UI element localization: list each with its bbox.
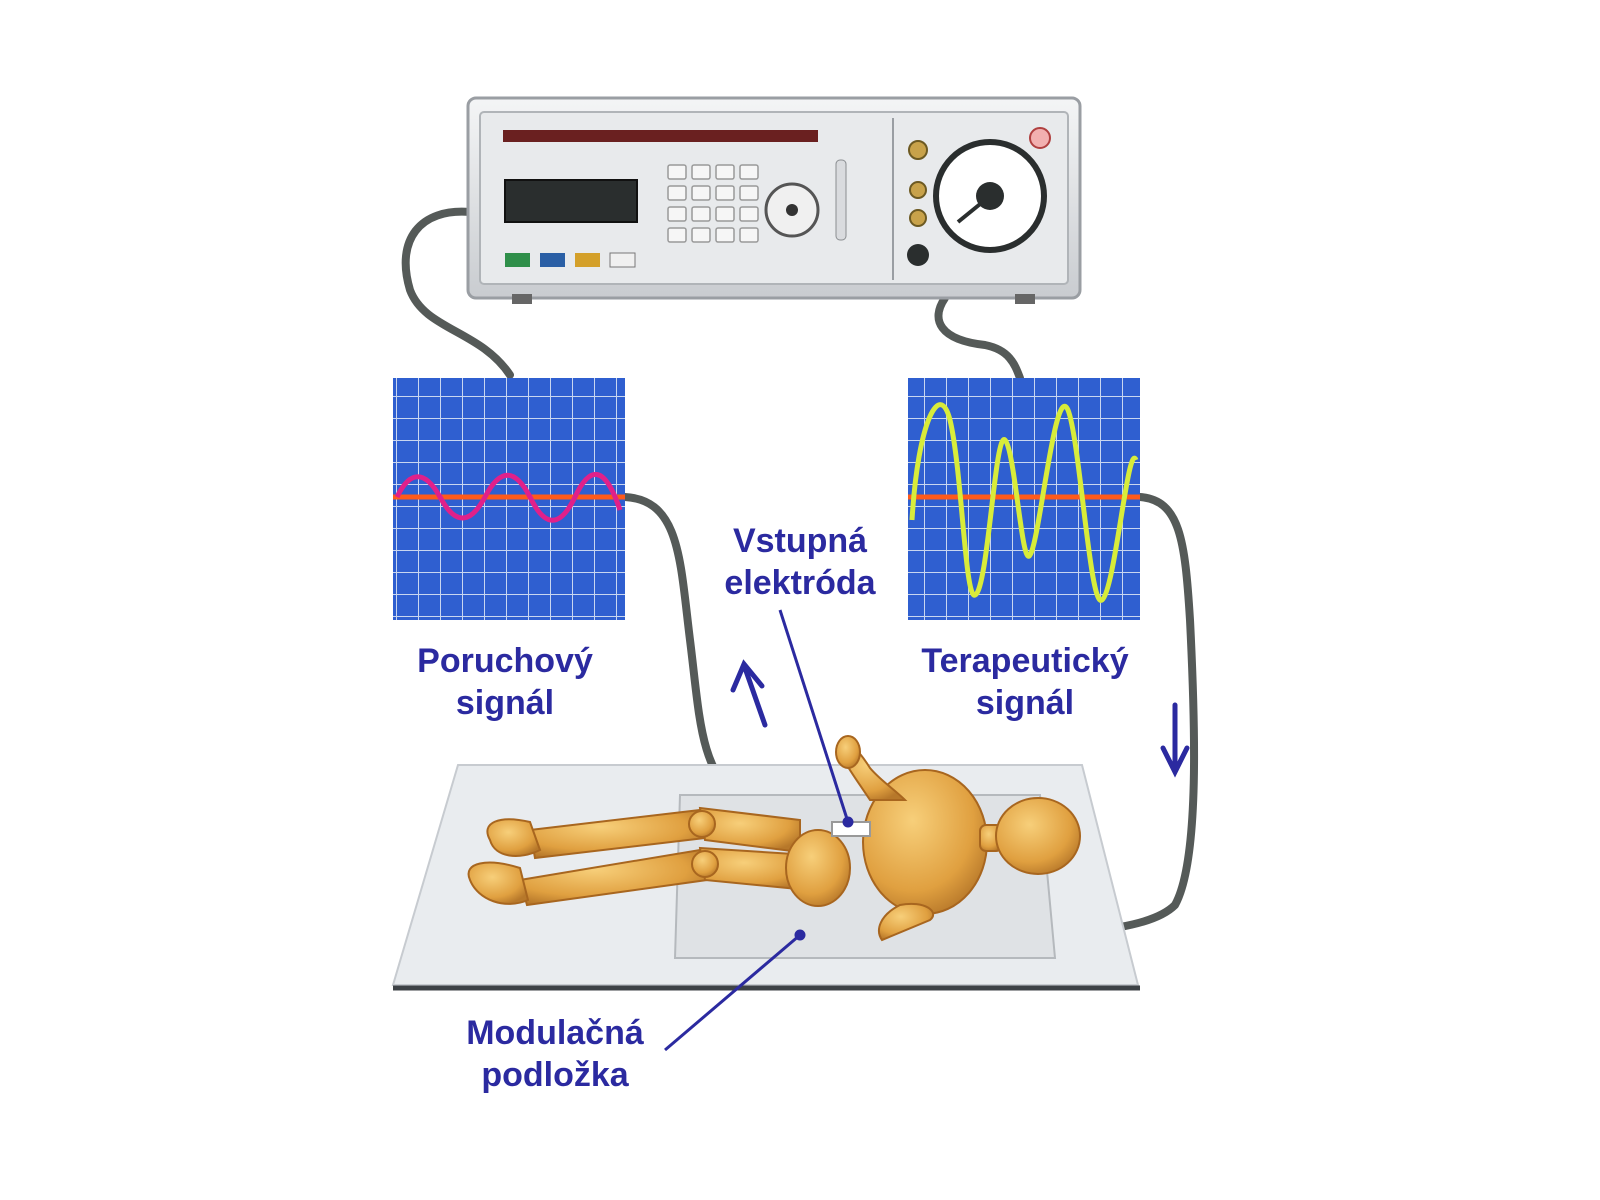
label-therapeutic-line1: Terapeutický <box>921 642 1129 680</box>
pointer-input-electrode <box>778 609 850 823</box>
disturbance-wave <box>394 472 623 523</box>
label-modulation-pad-line1: Modulačná <box>466 1014 644 1052</box>
label-input-electrode-line1: Vstupná <box>732 522 868 560</box>
wooden-mannequin-icon <box>467 735 1081 942</box>
disturbance-signal-scope <box>393 378 625 620</box>
label-input-electrode-line2: elektróda <box>724 564 876 602</box>
label-therapeutic-line2: signál <box>975 684 1075 722</box>
label-disturbance-line1: Poruchový <box>417 642 593 680</box>
arrow-up-icon <box>730 659 768 728</box>
cable-device-to-right-scope <box>934 294 1024 382</box>
label-disturbance-signal: Poruchový signál <box>390 640 620 724</box>
label-modulation-pad: Modulačná podložka <box>440 1012 670 1096</box>
arrow-down-icon <box>1160 702 1190 778</box>
therapeutic-signal-scope <box>908 378 1140 620</box>
medical-device-icon <box>466 96 1082 304</box>
label-therapeutic-signal: Terapeutický signál <box>900 640 1150 724</box>
pointer-modulation-pad <box>664 933 801 1052</box>
label-modulation-pad-line2: podložka <box>481 1056 629 1094</box>
pointer-lines <box>664 609 854 1052</box>
therapeutic-wave <box>909 402 1139 603</box>
label-input-electrode: Vstupná elektróda <box>705 520 895 604</box>
cable-device-to-left-scope <box>401 207 514 379</box>
label-disturbance-line2: signál <box>455 684 555 722</box>
